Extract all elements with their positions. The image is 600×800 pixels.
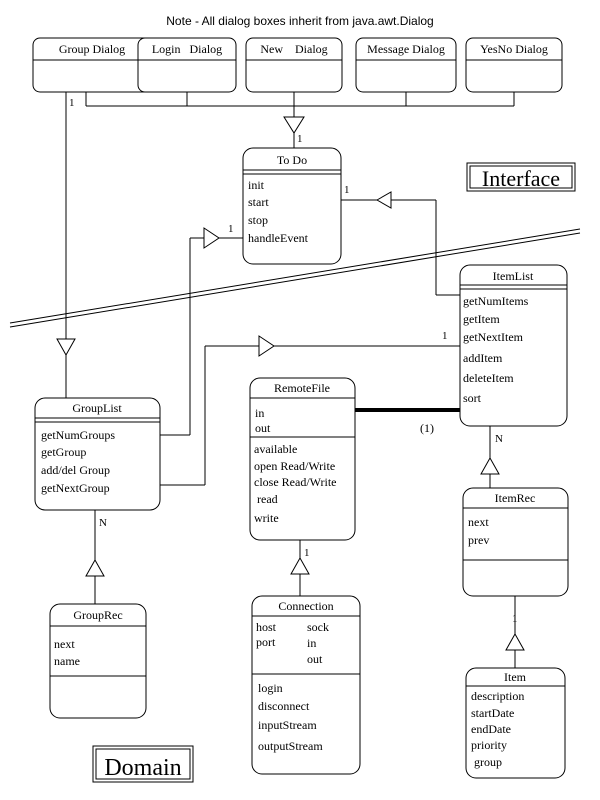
remotefile-method-available: available bbox=[254, 442, 297, 456]
todo-class: To Do init start stop handleEvent bbox=[242, 147, 342, 265]
grouplist-class: GroupList getNumGroups getGroup add/del … bbox=[34, 397, 161, 511]
grouprec-name: GroupRec bbox=[73, 608, 122, 622]
item-name: Item bbox=[504, 670, 527, 684]
remotefile-method-close: close Read/Write bbox=[254, 475, 336, 489]
connection-attr-out: out bbox=[307, 652, 323, 666]
login-dialog-name: Login Dialog bbox=[152, 42, 222, 56]
message-dialog-name: Message Dialog bbox=[367, 42, 445, 56]
itemrec-item-link: 1 bbox=[505, 596, 525, 668]
dialog-association-lines: 1 bbox=[85, 92, 515, 148]
grouplist-name: GroupList bbox=[72, 401, 122, 415]
new-dialog-name: New Dialog bbox=[260, 42, 327, 56]
itemrec-attr-next: next bbox=[468, 515, 489, 529]
grouprec-class: GroupRec next name bbox=[49, 603, 147, 719]
itemrec-name: ItemRec bbox=[495, 491, 536, 505]
todo-method-stop: stop bbox=[248, 213, 268, 227]
item-attr-start-date: startDate bbox=[471, 706, 514, 720]
domain-label-box: Domain bbox=[92, 745, 194, 783]
grouplist-grouprec-multiplicity: N bbox=[99, 517, 107, 529]
itemrec-item-multiplicity: 1 bbox=[512, 613, 518, 625]
grouprec-attr-name: name bbox=[54, 654, 80, 668]
connection-attr-host: host bbox=[256, 620, 277, 634]
interface-label: Interface bbox=[482, 166, 560, 191]
itemlist-method-get-next-item: getNextItem bbox=[463, 330, 524, 344]
login-dialog-class: Login Dialog bbox=[137, 37, 237, 93]
todo-method-handle-event: handleEvent bbox=[248, 231, 309, 245]
todo-name: To Do bbox=[277, 153, 307, 167]
grouplist-method-add-del-group: add/del Group bbox=[41, 463, 110, 477]
group-dialog-class: Group Dialog bbox=[32, 37, 152, 93]
grouplist-todo-link: 1 bbox=[160, 223, 243, 436]
new-dialog-class: New Dialog bbox=[245, 37, 343, 93]
grouprec-attr-next: next bbox=[54, 637, 75, 651]
grouplist-itemlist-link: 1 bbox=[160, 330, 460, 486]
connection-attr-sock: sock bbox=[307, 620, 329, 634]
grouplist-method-get-num-groups: getNumGroups bbox=[41, 428, 115, 442]
connection-method-disconnect: disconnect bbox=[258, 699, 310, 713]
item-attr-description: description bbox=[471, 689, 524, 703]
item-attr-group: group bbox=[474, 755, 502, 769]
remotefile-method-open: open Read/Write bbox=[254, 459, 335, 473]
grouplist-method-get-next-group: getNextGroup bbox=[41, 481, 110, 495]
grouplist-itemlist-multiplicity: 1 bbox=[442, 330, 448, 342]
grouplist-method-get-group: getGroup bbox=[41, 445, 86, 459]
domain-label: Domain bbox=[104, 755, 181, 781]
remotefile-attr-out: out bbox=[255, 421, 271, 435]
todo-inherit-arrow bbox=[283, 116, 305, 134]
connection-method-input-stream: inputStream bbox=[258, 718, 317, 732]
remotefile-name: RemoteFile bbox=[274, 381, 330, 395]
remotefile-itemlist-label: (1) bbox=[420, 421, 434, 435]
itemlist-method-sort: sort bbox=[463, 391, 482, 405]
todo-itemlist-multiplicity: 1 bbox=[344, 184, 350, 196]
interface-label-box: Interface bbox=[466, 162, 576, 192]
grouplist-inherit-arrow bbox=[56, 338, 76, 357]
yesno-dialog-class: YesNo Dialog bbox=[465, 37, 563, 93]
item-class: Item description startDate endDate prior… bbox=[465, 667, 566, 779]
interface-domain-boundary bbox=[9, 228, 581, 328]
remotefile-class: RemoteFile in out available open Read/Wr… bbox=[249, 377, 356, 541]
item-attr-priority: priority bbox=[471, 738, 507, 752]
todo-multiplicity: 1 bbox=[297, 133, 303, 145]
group-dialog-multiplicity: 1 bbox=[69, 97, 75, 109]
message-dialog-class: Message Dialog bbox=[355, 37, 457, 93]
inheritance-note: Note - All dialog boxes inherit from jav… bbox=[166, 14, 433, 28]
itemlist-method-get-item: getItem bbox=[463, 312, 500, 326]
item-attr-end-date: endDate bbox=[471, 722, 511, 736]
group-dialog-name: Group Dialog bbox=[59, 42, 125, 56]
remotefile-method-write: write bbox=[254, 511, 279, 525]
itemlist-method-add-item: addItem bbox=[463, 351, 503, 365]
todo-method-start: start bbox=[248, 195, 269, 209]
connection-method-login: login bbox=[258, 681, 283, 695]
todo-method-init: init bbox=[248, 178, 265, 192]
itemlist-itemrec-link: N bbox=[480, 426, 503, 488]
connection-attr-port: port bbox=[256, 635, 276, 649]
itemlist-method-delete-item: deleteItem bbox=[463, 371, 514, 385]
remotefile-attr-in: in bbox=[255, 406, 264, 420]
remotefile-connection-multiplicity: 1 bbox=[304, 547, 310, 559]
itemlist-class: ItemList getNumItems getItem getNextItem… bbox=[459, 264, 568, 427]
connection-attr-in: in bbox=[307, 636, 316, 650]
yesno-dialog-name: YesNo Dialog bbox=[480, 42, 548, 56]
itemlist-name: ItemList bbox=[493, 269, 534, 283]
itemrec-class: ItemRec next prev bbox=[462, 487, 569, 597]
connection-class: Connection host port sock in out login d… bbox=[251, 595, 361, 775]
connection-method-output-stream: outputStream bbox=[258, 739, 323, 753]
remotefile-method-read: read bbox=[257, 492, 278, 506]
itemrec-attr-prev: prev bbox=[468, 533, 489, 547]
itemlist-itemrec-multiplicity: N bbox=[495, 433, 503, 445]
todo-itemlist-link: 1 bbox=[341, 184, 460, 296]
connection-name: Connection bbox=[278, 599, 333, 613]
grouplist-todo-multiplicity: 1 bbox=[228, 223, 234, 235]
itemlist-method-get-num-items: getNumItems bbox=[463, 294, 529, 308]
remotefile-connection-link: 1 bbox=[290, 540, 310, 596]
grouplist-grouprec-link: N bbox=[85, 510, 107, 604]
